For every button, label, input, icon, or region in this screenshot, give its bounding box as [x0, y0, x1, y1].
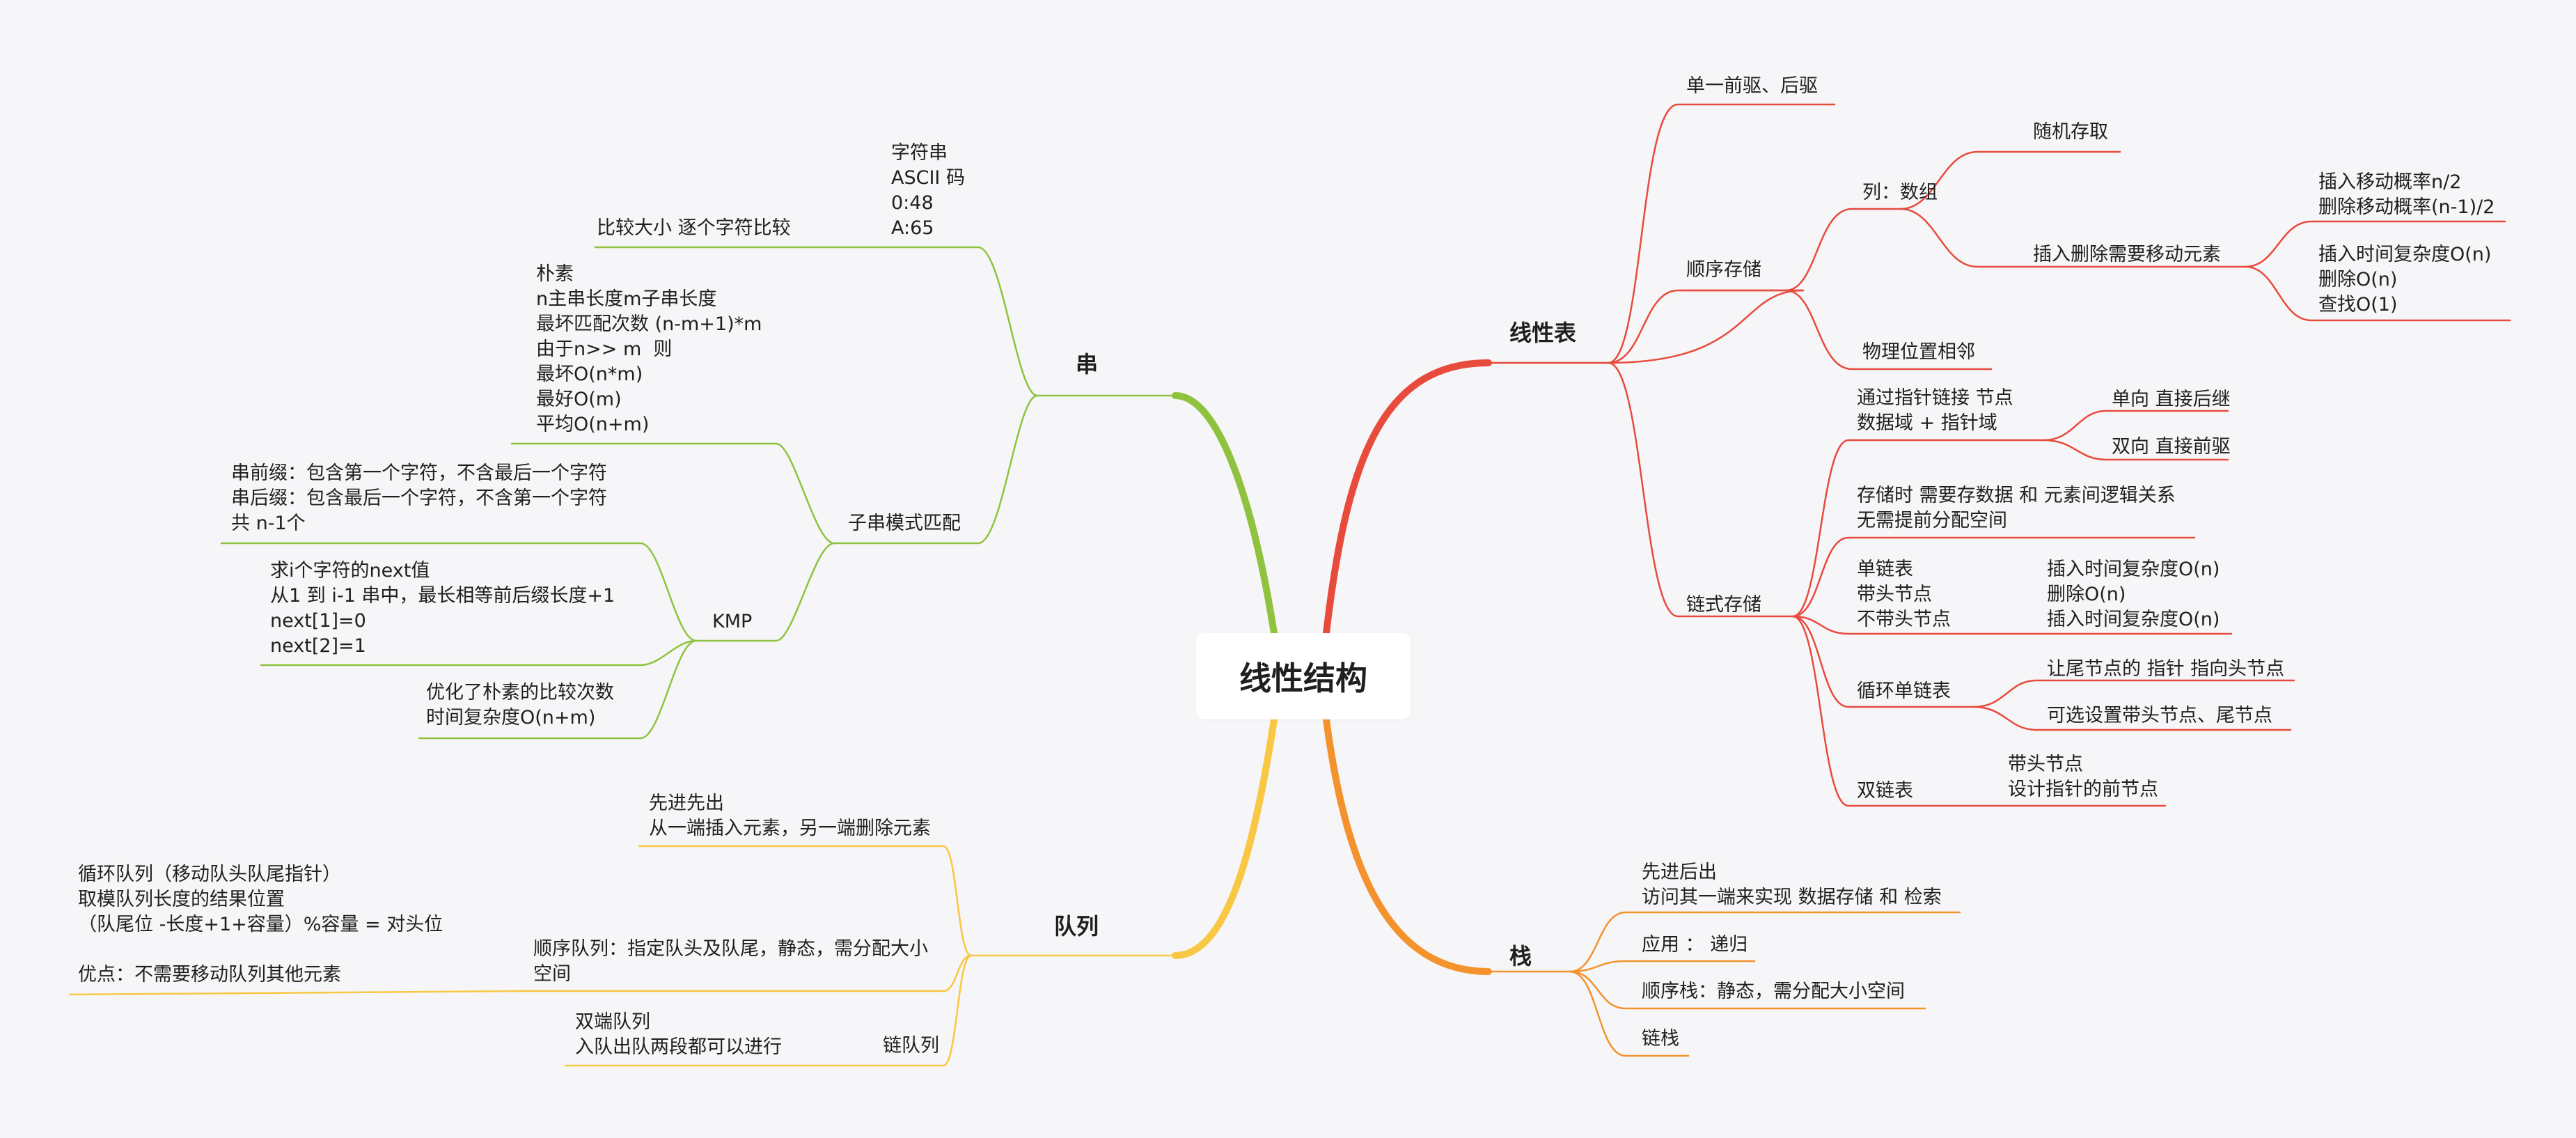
- node-two-way[interactable]: 双向 直接前驱: [2112, 436, 2231, 458]
- node-single-predecessor[interactable]: 单一前驱、后驱: [1686, 75, 1818, 97]
- connector-center-queue: [1172, 716, 1278, 959]
- node-substring-matching[interactable]: 子串模式匹配: [848, 513, 961, 534]
- node-ascii[interactable]: 字符串 ASCII 码 0:48 A:65: [891, 142, 965, 239]
- node-linked-stack[interactable]: 链栈: [1642, 1028, 1679, 1050]
- topic-linear-list[interactable]: 线性表: [1509, 320, 1577, 346]
- node-tail-pointer[interactable]: 让尾节点的 指针 指向头节点: [2047, 658, 2285, 680]
- node-naive-matching[interactable]: 朴素 n主串长度m子串长度 最坏匹配次数 (n-m+1)*m 由于n>> m 则…: [536, 263, 762, 435]
- node-lifo[interactable]: 先进后出 访问其一端来实现 数据存储 和 检索: [1642, 862, 1942, 908]
- node-compare-size[interactable]: 比较大小 逐个字符比较: [597, 217, 791, 239]
- node-singly-linked-list[interactable]: 单链表 带头节点 不带头节点: [1857, 559, 1951, 630]
- node-physical-adjacency[interactable]: 物理位置相邻: [1862, 341, 1975, 363]
- node-doubly-linked-list[interactable]: 双链表: [1857, 780, 1913, 802]
- node-one-way[interactable]: 单向 直接后继: [2112, 389, 2231, 410]
- node-doubly-linked-detail[interactable]: 带头节点 设计指针的前节点: [2008, 754, 2158, 800]
- node-sequential-queue[interactable]: 顺序队列：指定队头及队尾，静态，需分配大小 空间: [533, 938, 928, 985]
- node-optional-head-tail[interactable]: 可选设置带头节点、尾节点: [2047, 705, 2272, 726]
- node-linked-storage-detail[interactable]: 存储时 需要存数据 和 元素间逻辑关系 无需提前分配空间: [1857, 485, 2176, 531]
- node-queue-advantage[interactable]: 优点：不需要移动队列其他元素: [78, 964, 341, 985]
- connector-center-stack: [1323, 716, 1492, 975]
- node-kmp[interactable]: KMP: [712, 611, 753, 632]
- topic-queue[interactable]: 队列: [1054, 913, 1099, 940]
- node-singly-linked-complexity[interactable]: 插入时间复杂度O(n) 删除O(n) 插入时间复杂度O(n): [2047, 559, 2220, 630]
- node-move-elements[interactable]: 插入删除需要移动元素: [2033, 244, 2221, 265]
- node-linked-storage[interactable]: 链式存储: [1686, 594, 1761, 616]
- node-deque[interactable]: 双端队列 入队出队两段都可以进行: [575, 1011, 782, 1058]
- node-pointer-link[interactable]: 通过指针链接 节点 数据域 + 指针域: [1857, 387, 2013, 434]
- node-circular-list[interactable]: 循环单链表: [1857, 680, 1951, 702]
- node-fifo[interactable]: 先进先出 从一端插入元素，另一端删除元素: [649, 793, 931, 839]
- connector-center-string: [1172, 392, 1278, 637]
- node-sequential-stack[interactable]: 顺序栈：静态，需分配大小空间: [1642, 981, 1905, 1002]
- node-random-access[interactable]: 随机存取: [2033, 121, 2108, 143]
- node-sequential-complexity[interactable]: 插入时间复杂度O(n) 删除O(n) 查找O(1): [2318, 244, 2492, 315]
- node-next-value[interactable]: 求i个字符的next值 从1 到 i-1 串中，最长相等前后缀长度+1 next…: [270, 560, 615, 657]
- node-move-probability[interactable]: 插入移动概率n/2 删除移动概率(n-1)/2: [2318, 171, 2495, 218]
- topic-stack[interactable]: 栈: [1509, 943, 1532, 969]
- node-circular-queue[interactable]: 循环队列（移动队头队尾指针） 取模队列长度的结果位置 （队尾位 -长度+1+容量…: [78, 864, 443, 935]
- central-topic[interactable]: 线性结构: [1196, 633, 1411, 719]
- connector-center-linear: [1323, 359, 1492, 637]
- node-stack-application[interactable]: 应用 ： 递归: [1642, 934, 1748, 956]
- node-kmp-optimization[interactable]: 优化了朴素的比较次数 时间复杂度O(n+m): [426, 682, 614, 728]
- node-sequential-storage[interactable]: 顺序存储: [1686, 259, 1761, 281]
- node-linked-queue[interactable]: 链队列: [883, 1035, 939, 1057]
- node-prefix-suffix[interactable]: 串前缀：包含第一个字符，不含最后一个字符 串后缀：包含最后一个字符，不含第一个字…: [231, 462, 607, 534]
- node-array[interactable]: 列：数组: [1862, 182, 1938, 203]
- topic-string[interactable]: 串: [1076, 351, 1099, 377]
